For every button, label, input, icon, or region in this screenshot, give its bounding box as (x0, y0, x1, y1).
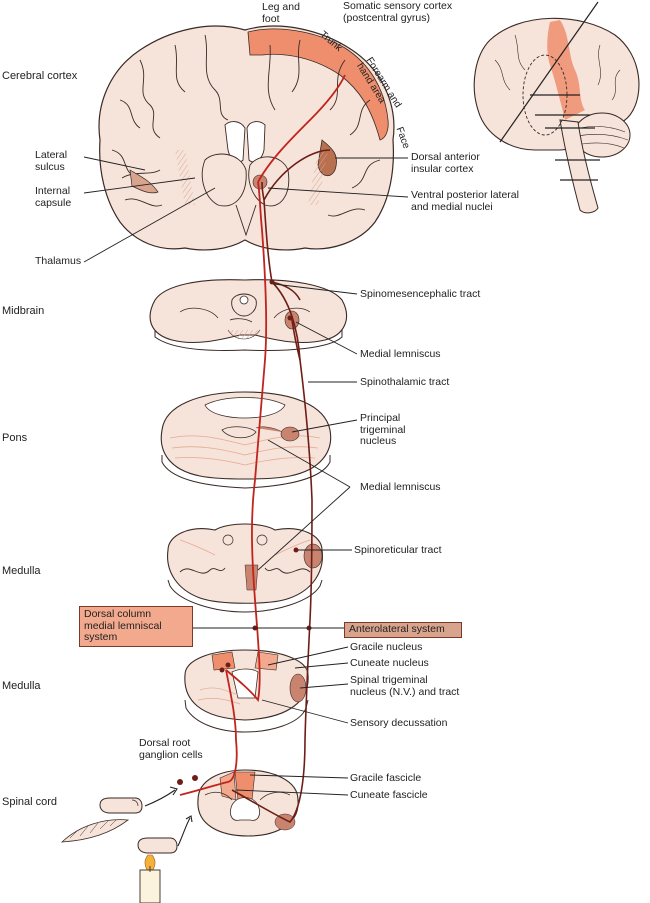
spinal-cord-section (197, 769, 299, 837)
pons-section (160, 391, 332, 489)
lemniscal-pathway (179, 74, 346, 796)
label-sensory-decussation: Sensory decussation (350, 717, 448, 729)
coronal-section (98, 25, 395, 251)
level-label-spinal-cord: Spinal cord (2, 796, 58, 808)
anterolateral-system-box: Anterolateral system (344, 622, 462, 638)
label-principal-trigeminal: Principal trigeminal nucleus (360, 412, 406, 447)
label-spinomesencephalic: Spinomesencephalic tract (360, 288, 481, 300)
finger-icon (99, 797, 143, 814)
label-dorsal-root: Dorsal root ganglion cells (139, 737, 203, 761)
label-medial-lemniscus-2: Medial lemniscus (360, 481, 441, 493)
lower-medulla-section (184, 649, 309, 733)
level-label-pons: Pons (2, 432, 28, 444)
label-cuneate-fascicle: Cuneate fascicle (350, 789, 428, 801)
feather-icon (60, 819, 130, 843)
label-lateral-sulcus: Lateral sulcus (35, 149, 68, 173)
level-label-cerebral-cortex: Cerebral cortex (2, 70, 78, 82)
level-label-medulla-upper: Medulla (2, 565, 41, 577)
leader-lines (83, 156, 409, 796)
label-spinothalamic: Spinothalamic tract (360, 376, 450, 388)
label-internal-capsule: Internal capsule (35, 185, 72, 209)
dorsal-column-system-box: Dorsal column medial lemniscal system (79, 606, 193, 647)
level-label-medulla-lower: Medulla (2, 680, 41, 692)
label-ventral-posterior: Ventral posterior lateral and medial nuc… (411, 189, 519, 213)
stimulus-arrows (144, 786, 193, 847)
label-cuneate-nucleus: Cuneate nucleus (350, 657, 429, 669)
label-gracile-fascicle: Gracile fascicle (350, 772, 422, 784)
label-spinal-trigeminal: Spinal trigeminal nucleus (N.V.) and tra… (350, 674, 460, 698)
label-gracile-nucleus: Gracile nucleus (350, 641, 423, 653)
brain-lateral-icon (473, 1, 640, 214)
upper-medulla-section (167, 523, 323, 613)
label-dorsal-anterior-insular: Dorsal anterior insular cortex (411, 151, 480, 175)
candle-icon (139, 854, 161, 903)
anterolateral-pathway (231, 149, 331, 823)
label-medial-lemniscus-1: Medial lemniscus (360, 348, 441, 360)
label-leg-foot: Leg and foot (262, 1, 300, 25)
finger-icon-2 (137, 837, 178, 854)
midbrain-section (149, 279, 347, 351)
level-label-midbrain: Midbrain (2, 305, 45, 317)
label-spinoreticular: Spinoreticular tract (354, 544, 442, 556)
label-somatic-cortex: Somatic sensory cortex (postcentral gyru… (343, 0, 453, 24)
label-thalamus: Thalamus (35, 255, 82, 267)
